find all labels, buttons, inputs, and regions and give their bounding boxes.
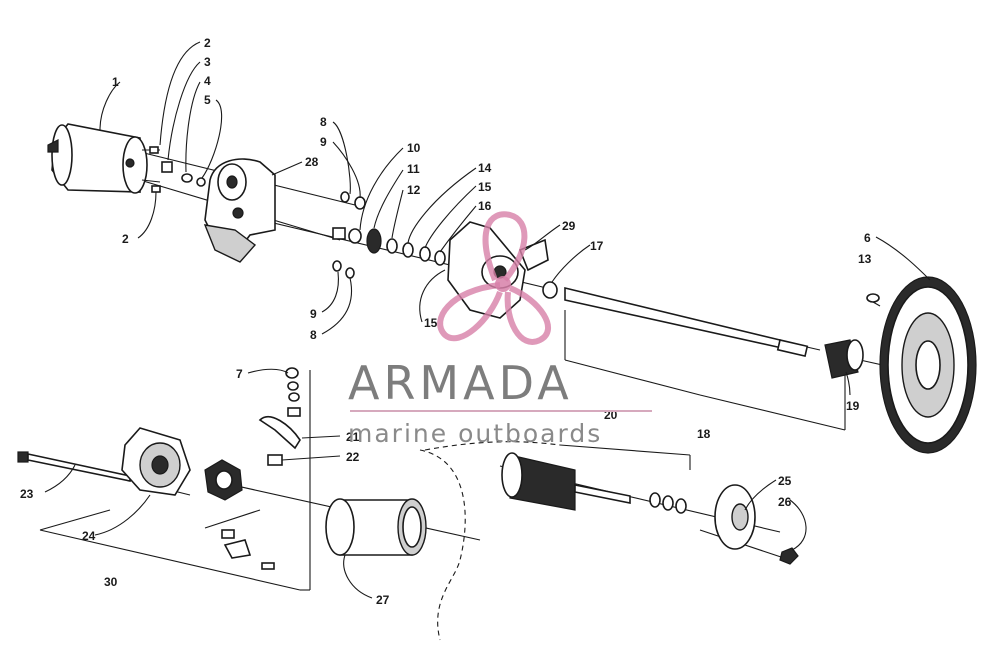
callout-12: 12 [407, 183, 421, 197]
callout-19: 19 [846, 399, 860, 413]
brush-hardware [221, 367, 301, 570]
callout-21: 21 [346, 430, 360, 444]
callout-labels: 1 2 3 4 5 2 8 9 28 10 11 12 14 15 16 29 … [20, 36, 872, 607]
drive-shaft [564, 286, 809, 358]
lock-nut [779, 547, 799, 565]
callout-16: 16 [478, 199, 492, 213]
watermark-logo-icon [437, 211, 551, 345]
through-bolt [17, 451, 131, 482]
callout-15-bottom: 15 [424, 316, 438, 330]
watermark-brand: ARMADA [348, 356, 573, 410]
callout-5: 5 [204, 93, 211, 107]
armature-washers [649, 492, 687, 514]
bushing [542, 281, 558, 299]
frame-housing [325, 498, 427, 556]
callout-9-bottom: 9 [310, 307, 317, 321]
callout-11: 11 [407, 162, 420, 176]
brush-plate [204, 459, 243, 501]
bolt-washer-set [149, 146, 206, 193]
end-cap [121, 427, 191, 496]
callout-8-bottom: 8 [310, 328, 317, 342]
callout-2-top: 2 [204, 36, 211, 50]
callout-1: 1 [112, 75, 119, 89]
end-plate [714, 484, 756, 550]
pinion-stack [332, 191, 446, 279]
assembly-lines [39, 151, 906, 641]
callout-3: 3 [204, 55, 211, 69]
callout-25: 25 [778, 474, 792, 488]
callout-29: 29 [562, 219, 576, 233]
ring-bolt [866, 293, 881, 307]
callout-18: 18 [697, 427, 711, 441]
callout-22: 22 [346, 450, 360, 464]
callout-14: 14 [478, 161, 492, 175]
callout-24: 24 [82, 529, 96, 543]
ring-gear [879, 276, 977, 454]
watermark-tagline: marine outboards [348, 419, 602, 448]
drive-housing [203, 158, 276, 263]
callout-10: 10 [407, 141, 421, 155]
callout-27: 27 [376, 593, 390, 607]
leader-lines [44, 41, 931, 599]
armature [501, 452, 631, 511]
callout-15-top: 15 [478, 180, 492, 194]
callout-28: 28 [305, 155, 319, 169]
callout-9-top: 9 [320, 135, 327, 149]
callout-26: 26 [778, 495, 792, 509]
pinion-gear [824, 339, 864, 379]
callout-2-bottom: 2 [122, 232, 129, 246]
callout-13: 13 [858, 252, 872, 266]
callout-6: 6 [864, 231, 871, 245]
callout-23: 23 [20, 487, 34, 501]
callout-4: 4 [204, 74, 211, 88]
starter-motor [47, 123, 161, 194]
watermark: ARMADA marine outboards [348, 356, 652, 448]
callout-7: 7 [236, 367, 243, 381]
callout-8-top: 8 [320, 115, 327, 129]
callout-30: 30 [104, 575, 118, 589]
callout-17: 17 [590, 239, 604, 253]
